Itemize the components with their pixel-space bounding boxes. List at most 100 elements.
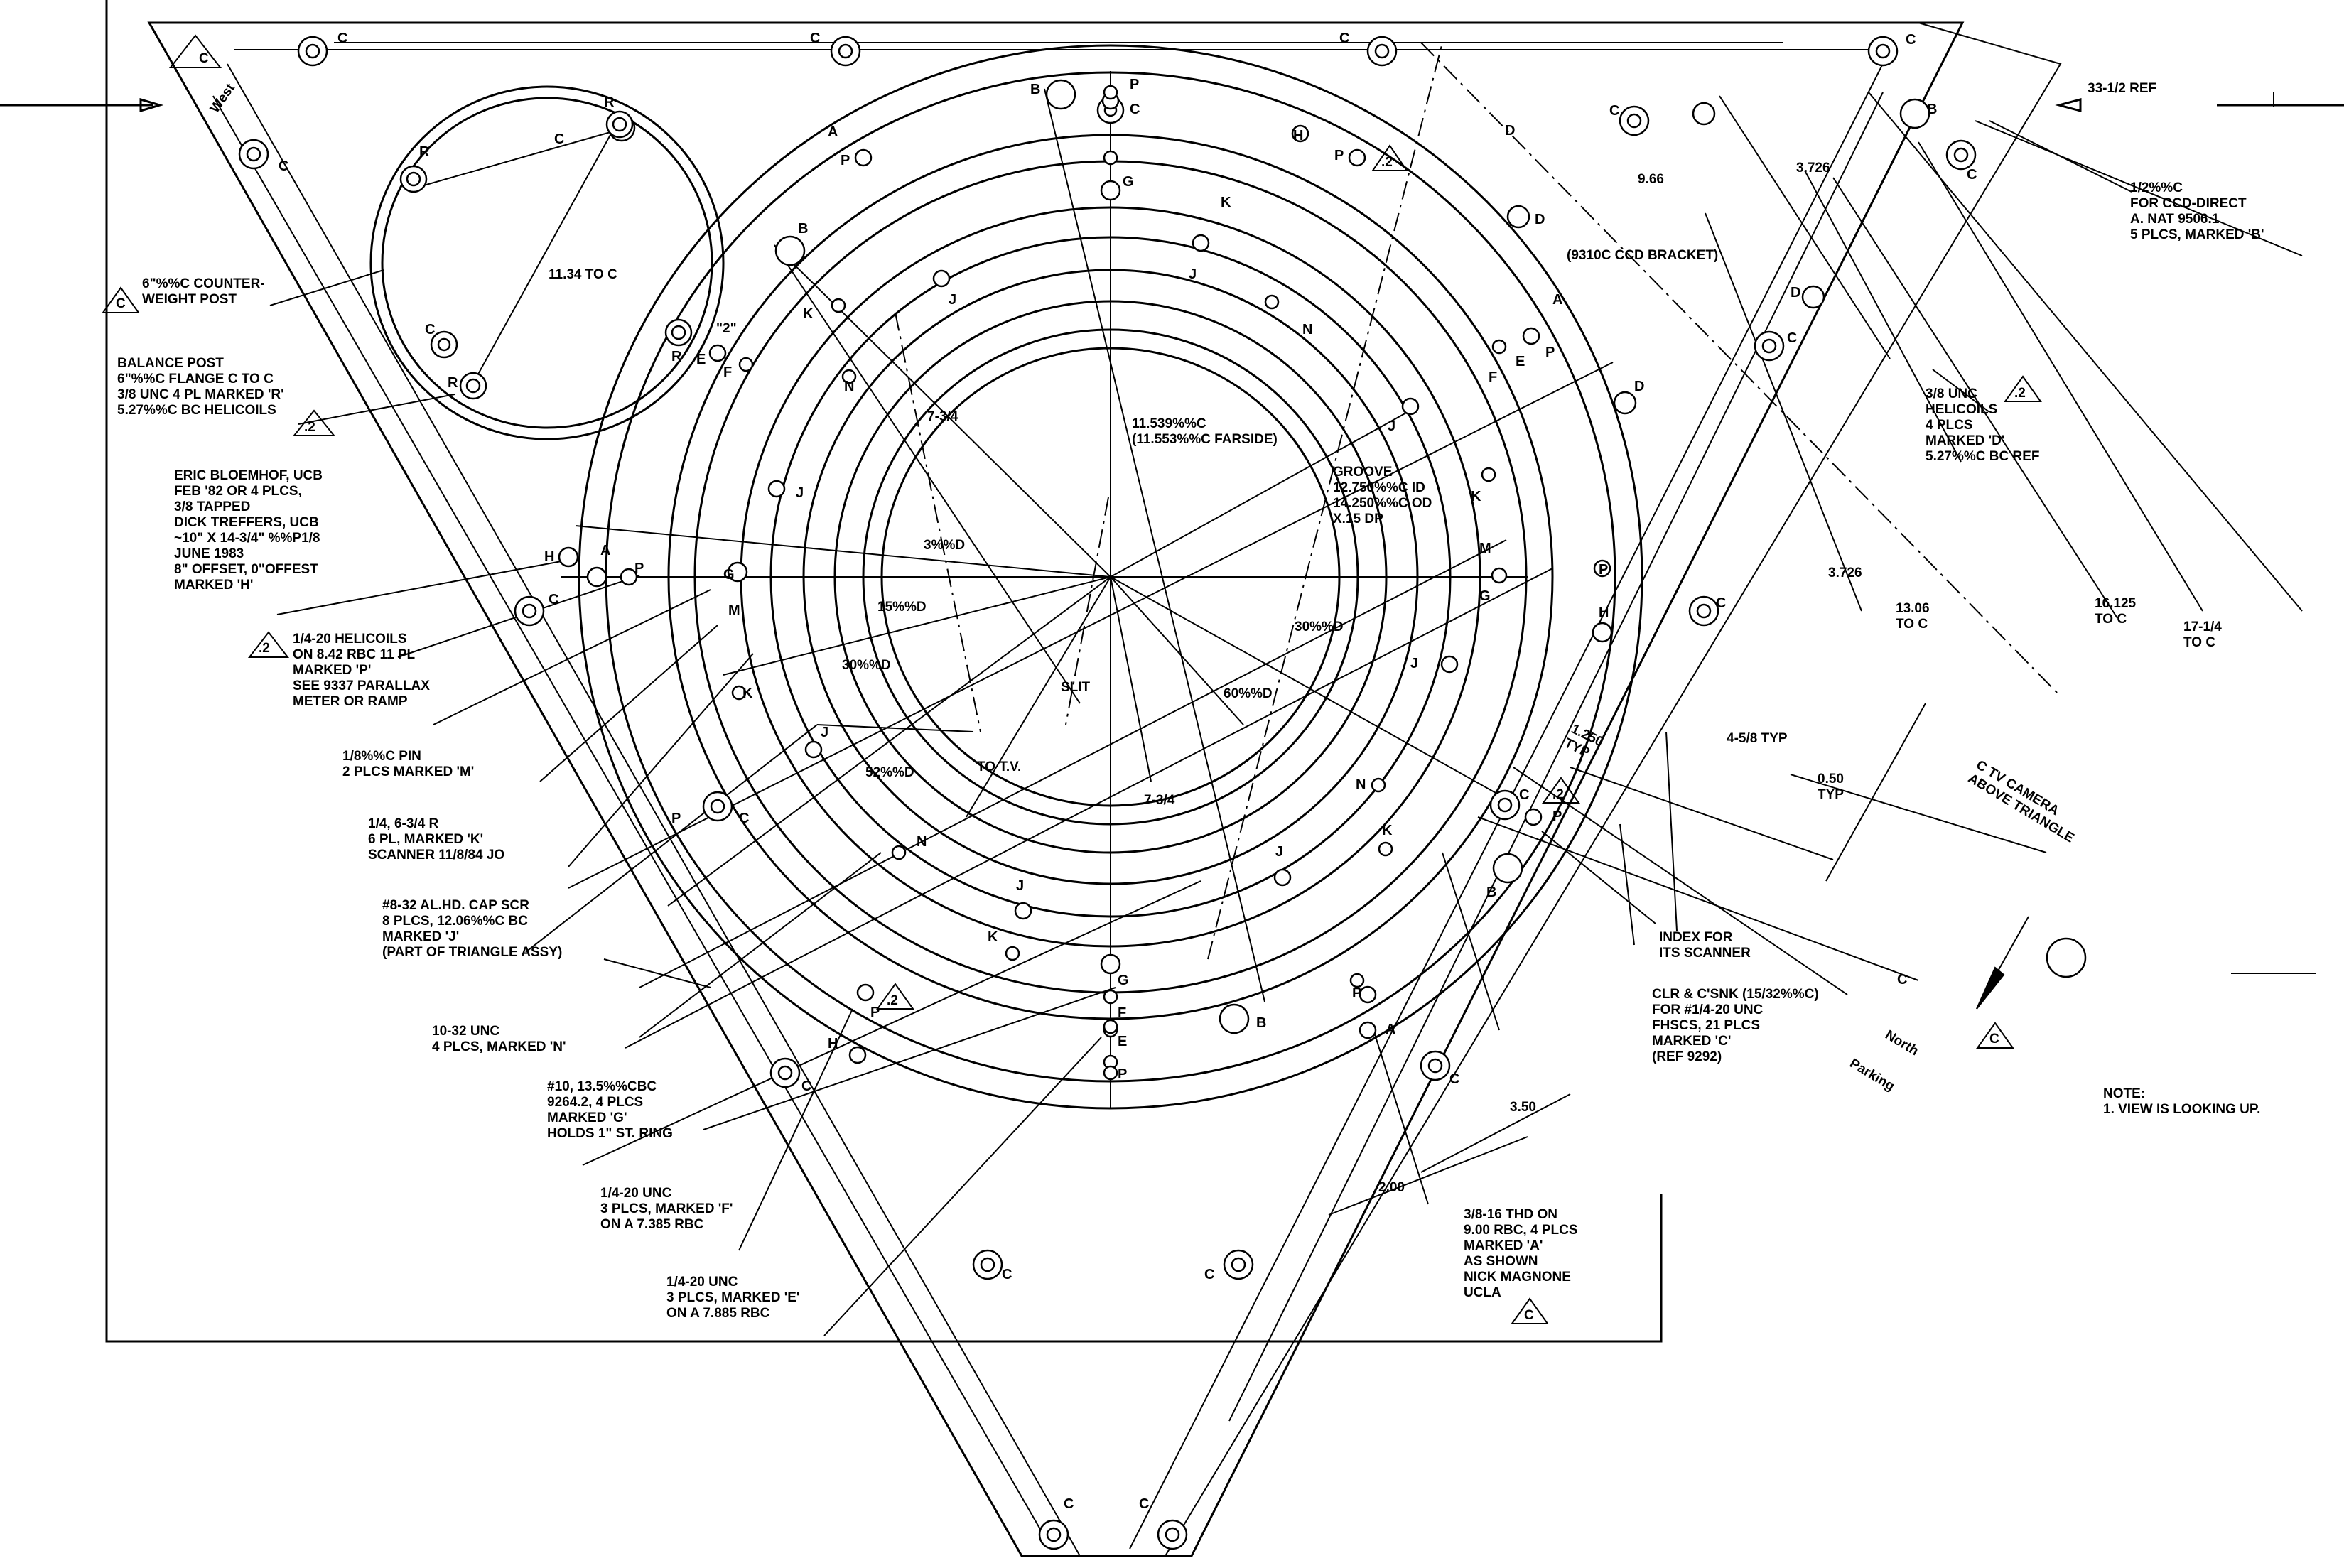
hole-tag: P <box>1334 148 1344 163</box>
annotation-text: 9.66 <box>1638 172 1664 187</box>
hole-tag: C <box>1609 103 1619 119</box>
revision-mark: .2 <box>2014 386 2026 401</box>
hole-tag: C <box>1716 595 1726 611</box>
revision-mark: C <box>116 296 126 311</box>
annotation-text: 30%%D <box>1295 620 1344 634</box>
hole-small <box>558 85 2087 1081</box>
hole-tag: C <box>1897 972 1907 988</box>
revision-triangle-icon: C <box>1976 1022 2014 1049</box>
hole-tag: R <box>671 349 682 364</box>
hole-tag: C <box>549 592 558 607</box>
hole-tag: A <box>1552 292 1562 308</box>
hole-tag: M <box>728 602 740 618</box>
hole-tag: N <box>917 834 927 850</box>
hole-tag: C <box>554 131 564 147</box>
revision-triangle-icon: .2 <box>876 983 914 1010</box>
hole-tag: C <box>1339 31 1349 46</box>
revision-marks: C C .2 .2 .2 .2 .2 .2 <box>102 34 2042 1324</box>
hole-tag: C <box>1449 1071 1459 1087</box>
revision-triangle-icon: .2 <box>1371 144 1408 171</box>
hole-tag: K <box>742 686 753 701</box>
annotation-text: 15%%D <box>877 600 927 615</box>
hole-tag: J <box>1275 844 1283 860</box>
hole-tag: J <box>796 485 804 501</box>
hole-tag: D <box>1505 123 1515 139</box>
hole-tag: N <box>844 379 854 394</box>
annotation-text: 11.539%%C(11.553%%C FARSIDE) <box>1132 416 1278 447</box>
hole-tag: P <box>1118 1066 1127 1082</box>
hole-tag: G <box>1123 174 1134 190</box>
hole-tag: M <box>1479 541 1491 556</box>
hole-tag: R <box>448 375 458 391</box>
annotation-text: 52%%D <box>865 765 914 780</box>
hole-tag: B <box>798 221 808 237</box>
revision-mark: C <box>199 51 209 66</box>
hole-tag: C <box>1064 1496 1074 1512</box>
hole-tag: E <box>1516 354 1525 369</box>
center-lines <box>561 42 2316 1216</box>
hole-tag: C <box>739 811 749 826</box>
hole-tag: J <box>1410 656 1418 671</box>
hole-tag: C <box>1130 102 1140 117</box>
annotation-text: "2" <box>716 321 737 336</box>
hole-tag: P <box>671 811 681 826</box>
annotation-text: 2.00 <box>1378 1180 1405 1195</box>
annotation-text: 3.50 <box>1510 1100 1536 1115</box>
holes <box>238 36 2087 1550</box>
hole-tag: G <box>723 567 735 583</box>
annotation-text: West <box>207 80 238 115</box>
revision-mark: C <box>1989 1032 1999 1047</box>
annotation-text: 4-5/8 TYP <box>1727 731 1788 746</box>
north-arrow-icon <box>1976 916 2029 1010</box>
revision-triangle-icon: .2 <box>292 409 336 436</box>
revision-triangle-icon: .2 <box>2004 375 2042 402</box>
hole-tag: F <box>1118 1005 1126 1021</box>
annotation-text: 11.34 TO C <box>549 267 617 282</box>
hole-b <box>774 79 1930 1034</box>
revision-mark: .2 <box>304 420 315 435</box>
annotation-text: 3.726 <box>1796 161 1830 175</box>
hole-tag: P <box>1599 562 1608 578</box>
annotation-text: 3.726 <box>1828 566 1862 580</box>
hole-tag: P <box>1352 985 1361 1001</box>
revision-mark: .2 <box>887 993 898 1008</box>
hole-tag: C <box>425 322 435 337</box>
hole-tag: K <box>1471 489 1481 504</box>
hole-tag: K <box>1382 823 1393 838</box>
hole-tag: H <box>544 549 554 565</box>
hole-tag: C <box>1139 1496 1149 1512</box>
hole-tag: J <box>1016 878 1024 894</box>
revision-triangle-icon: .2 <box>247 631 290 658</box>
annotation-text: Parking <box>1847 1056 1897 1094</box>
hole-tag: C <box>1906 32 1916 48</box>
hole-tag: C <box>1519 787 1529 803</box>
hole-tag: P <box>841 153 850 168</box>
revision-triangle-icon: C <box>168 34 222 68</box>
hole-tag: A <box>1386 1022 1395 1037</box>
hole-tag: D <box>1634 379 1644 394</box>
hole-tag: D <box>1791 285 1800 301</box>
annotation-text: 60%%D <box>1224 686 1273 701</box>
hole-tag: P <box>634 561 644 576</box>
revision-triangle-icon: C <box>1511 1297 1549 1324</box>
hole-tag: B <box>1030 82 1040 97</box>
hole-tag: K <box>803 306 814 322</box>
hole-tag: F <box>1489 369 1497 385</box>
revision-mark: .2 <box>1552 787 1564 802</box>
hole-tag: B <box>1486 885 1496 900</box>
hole-tag: C <box>1967 167 1977 183</box>
hole-tag: A <box>828 124 838 140</box>
hole-tag: E <box>696 352 706 367</box>
revision-mark: .2 <box>1381 155 1393 170</box>
